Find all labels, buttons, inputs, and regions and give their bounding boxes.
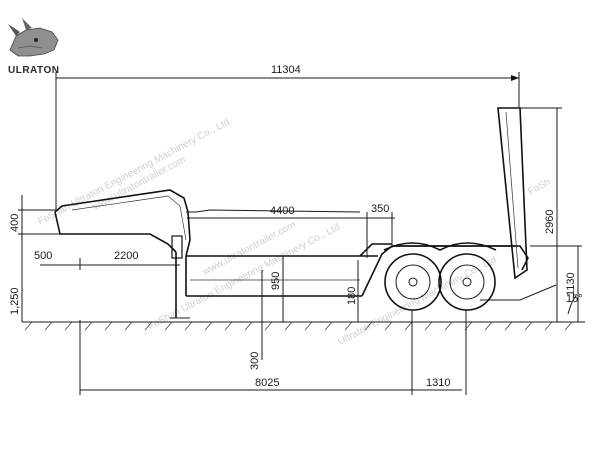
dimension-lines [18,72,582,395]
wheel-rear [438,253,496,311]
ground-line [22,321,585,331]
dim-ramp-angle: 15° [566,293,583,305]
dim-kingpin-offset: 500 [34,250,52,262]
dim-deck-height: 950 [270,272,282,290]
dim-ground-clearance: 300 [249,352,261,370]
dim-deck-length: 4400 [270,205,294,217]
dim-ramp-height: 2960 [544,210,556,234]
dim-gooseneck-length: 2200 [114,250,138,262]
brand-name: ULRATON [8,65,59,76]
watermark-text: FoSh [526,177,552,198]
dim-gooseneck-height: 400 [9,214,21,232]
watermark-text: Ultraton Engineering Machinery Co., Ltd [336,254,498,347]
wheel-front [384,253,442,311]
trailer-body [54,107,557,319]
dim-rear-height: 1130 [565,272,577,296]
dim-overall-length: 11304 [271,64,301,76]
dim-axle-spacing: 1310 [426,377,450,389]
dim-fifth-wheel-height: 1,250 [9,287,21,315]
fender [383,242,497,251]
dim-ramp-step: 350 [371,203,389,215]
dim-platform-step-height: 180 [346,287,358,305]
watermark-group: FoShan Ultraton Engineering Machinery Co… [36,117,552,348]
dim-wheelbase: 8025 [255,377,279,389]
dimension-labels: 11304 4400 350 400 500 2200 1,250 950 18… [9,64,583,389]
rhino-head-icon [8,18,59,57]
